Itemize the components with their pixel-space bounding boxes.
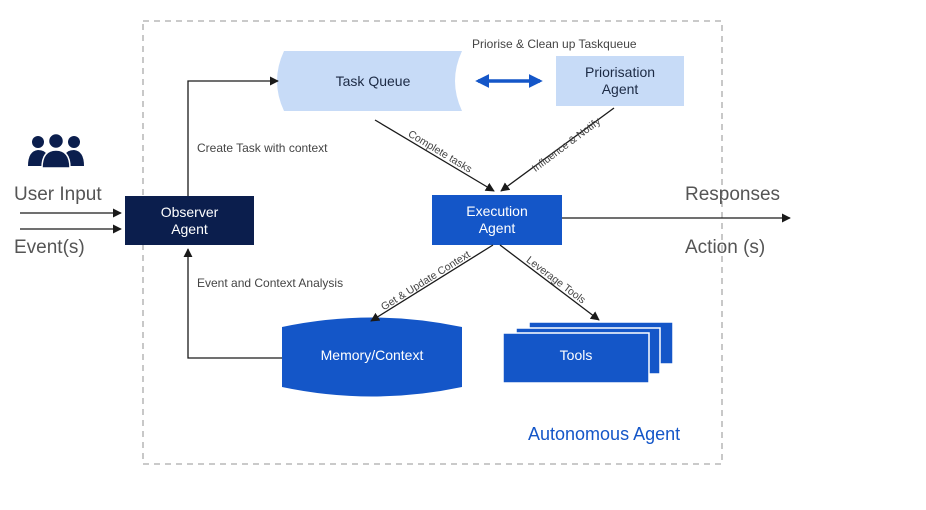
task-queue-label: Task Queue	[335, 72, 411, 89]
user-input-label: User Input	[14, 184, 102, 205]
tools-label: Tools	[559, 346, 593, 363]
autonomous-agent-title: Autonomous Agent	[528, 424, 681, 444]
get-update-context-arrow	[370, 244, 494, 322]
people-group-icon	[27, 132, 85, 169]
tools-node-stack	[502, 321, 674, 384]
priorise-label: Priorise & Clean up Taskqueue	[472, 37, 637, 51]
priorisation-agent-node	[556, 56, 684, 106]
priorisation-agent-label: Priorisation Agent	[584, 64, 656, 97]
memory-context-label: Memory/Context	[320, 346, 424, 363]
leverage-tools-arrow	[499, 244, 600, 321]
autonomous-agent-boundary	[142, 20, 723, 465]
memory-context-node	[282, 317, 462, 397]
responses-label: Responses	[685, 184, 781, 205]
event-context-analysis-label: Event and Context Analysis	[197, 276, 344, 290]
create-task-arrow	[187, 76, 279, 196]
create-task-label: Create Task with context	[197, 141, 328, 155]
complete-tasks-arrow	[374, 119, 495, 192]
execution-agent-label: Execution Agent	[466, 203, 528, 236]
observer-agent-label: Observer Agent	[160, 203, 219, 237]
task-queue-node	[277, 51, 462, 111]
influence-notify-arrow	[500, 107, 615, 192]
execution-agent-node	[432, 195, 562, 245]
event-context-analysis-arrow	[183, 248, 282, 359]
events-label: Event(s)	[14, 237, 85, 258]
actions-label: Action (s)	[685, 237, 766, 258]
observer-agent-node	[125, 196, 254, 245]
